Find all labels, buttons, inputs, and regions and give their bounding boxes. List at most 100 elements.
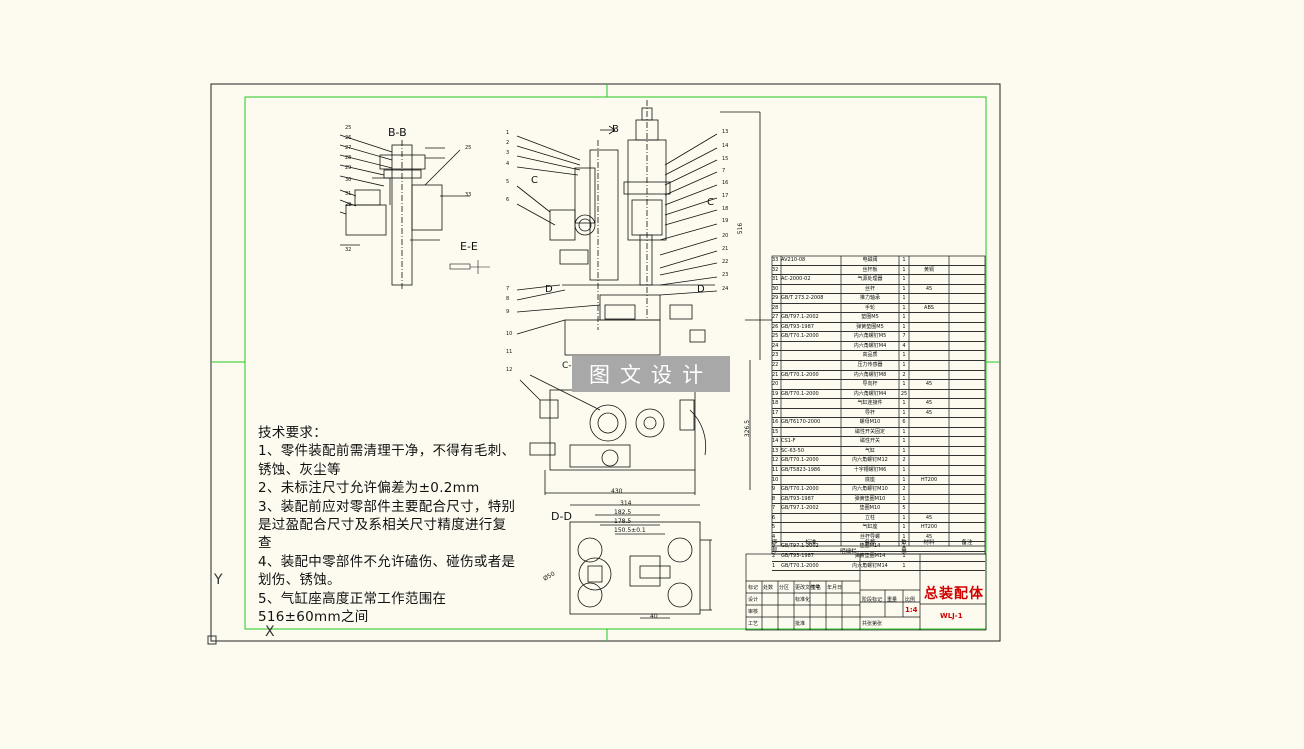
svg-text:33: 33 — [465, 192, 471, 198]
dim-150: 150.5±0.1 — [614, 527, 646, 534]
bom-cell: 45 — [925, 533, 933, 540]
bom-cell — [949, 447, 985, 456]
svg-text:4: 4 — [506, 161, 509, 167]
bom-cell: 31 — [772, 276, 779, 283]
title-block-label: 阶段标记 — [862, 597, 883, 603]
bom-cell: 26 — [772, 323, 779, 330]
svg-text:23: 23 — [722, 272, 728, 278]
svg-text:11: 11 — [506, 349, 512, 355]
bom-cell: 垫圈M5 — [861, 314, 879, 321]
bom-cell — [949, 351, 985, 360]
bom-cell — [949, 275, 985, 284]
svg-text:12: 12 — [506, 367, 512, 373]
bom-header: 序号 标准 名称 数量 材料 备注 — [772, 538, 985, 554]
bom-cell: 导向杆 — [862, 381, 878, 388]
bom-cell — [909, 495, 949, 504]
bom-cell: 1 — [902, 381, 906, 388]
svg-text:8: 8 — [506, 296, 509, 302]
bom-cell — [949, 485, 985, 494]
bom-cell: 16 — [772, 419, 779, 426]
svg-text:19: 19 — [722, 218, 728, 224]
bom-cell: 27 — [772, 314, 779, 321]
bom-cell — [909, 256, 949, 265]
bom-cell: 导杆 — [864, 409, 875, 416]
bom-cell: 1 — [902, 467, 906, 474]
svg-text:1: 1 — [506, 130, 509, 136]
bom-cell: HT200 — [920, 524, 938, 531]
dim-182: 182.5 — [614, 509, 632, 516]
bom-cell — [949, 562, 985, 571]
title-block-label: 批准 — [795, 621, 806, 627]
bom-cell — [949, 456, 985, 465]
title-block-label: 年月日 — [827, 585, 843, 591]
bom-cell: 2 — [772, 552, 776, 559]
bom-cell: 25 — [900, 390, 908, 397]
svg-text:15: 15 — [722, 156, 728, 162]
bom-table — [771, 255, 986, 555]
bom-header-cell: 材料 — [923, 540, 935, 546]
svg-text:18: 18 — [722, 206, 728, 212]
requirement-item: 4、装配中零部件不允许磕伤、碰伤或者是划伤、锈蚀。 — [258, 553, 516, 589]
bom-cell: 6 — [902, 419, 906, 426]
bom-cell: 15 — [772, 428, 779, 435]
bom-cell — [909, 332, 949, 341]
section-label-c-right: C — [707, 197, 714, 208]
bom-cell: 气缸座 — [862, 524, 878, 531]
bom-cell: SC-63-50 — [781, 447, 804, 454]
bom-cell: 25 — [772, 333, 779, 340]
title-block-label: 分区 — [779, 585, 790, 591]
bom-cell: 内六角螺钉M4 — [853, 390, 887, 397]
svg-text:7: 7 — [722, 168, 725, 174]
bom-cell: 螺母M10 — [859, 419, 881, 426]
bom-cell — [909, 456, 949, 465]
bom-cell: GB/T93-1987 — [781, 323, 814, 330]
title-block-label: 签名 — [811, 585, 822, 591]
bom-cell: 1 — [902, 362, 906, 369]
bom-cell — [949, 380, 985, 389]
bom-cell: 17 — [772, 409, 779, 416]
bom-cell: 5 — [902, 505, 906, 512]
bom-cell: HT200 — [920, 476, 938, 483]
svg-text:2: 2 — [506, 140, 509, 146]
svg-text:29: 29 — [345, 202, 351, 208]
svg-text:7: 7 — [506, 286, 509, 292]
title-block-label: 审核 — [748, 609, 759, 615]
bom-cell: GB/T5823-1986 — [781, 467, 821, 474]
bom-cell: GB/T6170-2000 — [781, 419, 821, 426]
svg-text:26: 26 — [345, 135, 351, 141]
origin-marker — [207, 635, 217, 645]
bom-cell — [949, 285, 985, 294]
bom-cell: 1 — [902, 514, 906, 521]
bom-cell: 1 — [902, 352, 906, 359]
section-label-dd: D-D — [551, 510, 572, 523]
bom-cell: 弹簧垫圈M10 — [854, 495, 886, 502]
bom-cell: 1 — [902, 276, 906, 283]
bom-cell — [949, 304, 985, 313]
bom-cell: 12 — [772, 457, 779, 464]
bom-cell: 1 — [902, 314, 906, 321]
svg-text:6: 6 — [506, 197, 509, 203]
bom-cell — [781, 361, 841, 370]
bom-cell: 1 — [902, 447, 906, 454]
bom-cell: 45 — [925, 514, 933, 521]
bom-cell — [949, 476, 985, 485]
svg-text:5: 5 — [506, 179, 509, 185]
drawing-scale: 1:4 — [905, 606, 918, 614]
bom-cell: 内六角螺钉M14 — [852, 562, 888, 569]
title-block-label: 工艺 — [748, 621, 759, 627]
dim-40: 40 — [650, 613, 658, 620]
